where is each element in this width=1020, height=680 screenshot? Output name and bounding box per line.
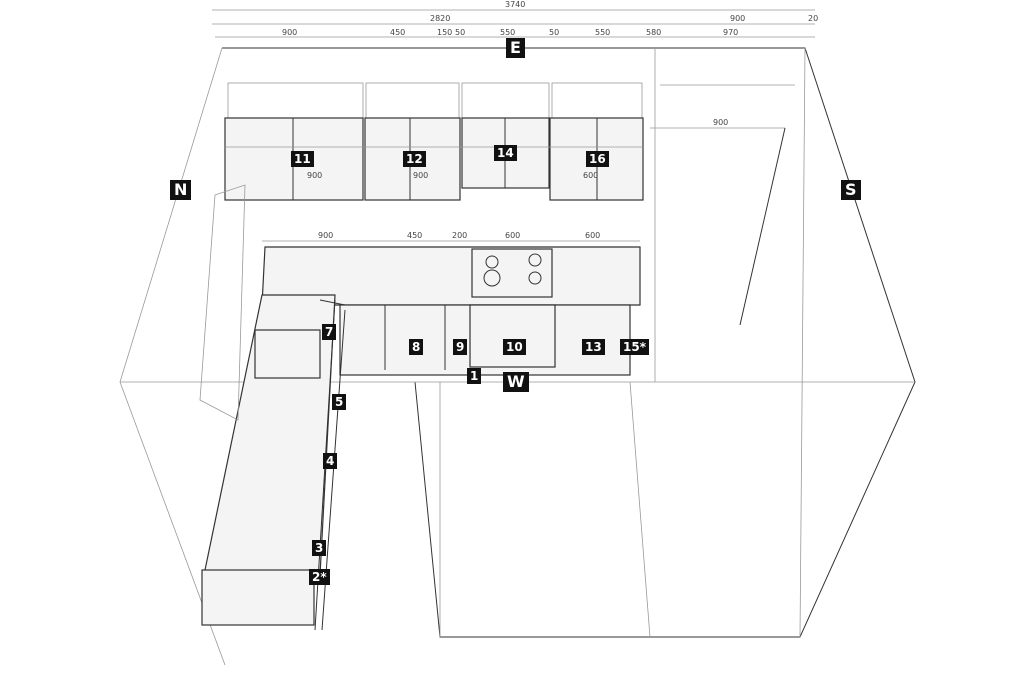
dim: 550 xyxy=(595,28,610,37)
upper-cabinets xyxy=(224,82,644,201)
dim: 900 xyxy=(413,171,428,180)
dim: 600 xyxy=(585,231,600,240)
module-label: 7 xyxy=(322,324,337,340)
dim: 900 xyxy=(282,28,297,37)
dimension-text: 3740 2820 900 20 900 450 150 50 550 50 5… xyxy=(282,0,818,240)
dim: 550 xyxy=(500,28,515,37)
dimension-lines xyxy=(212,9,815,242)
dim: 900 xyxy=(307,171,322,180)
module-label: 13 xyxy=(582,339,605,355)
dim: 150 xyxy=(437,28,452,37)
dim: 970 xyxy=(723,28,738,37)
dim: 900 xyxy=(318,231,333,240)
dim: 450 xyxy=(390,28,405,37)
sink xyxy=(254,329,321,379)
module-label: 9 xyxy=(453,339,468,355)
base-cabinets-north xyxy=(201,294,346,631)
dim-900: 900 xyxy=(730,14,745,23)
dim: 600 xyxy=(505,231,520,240)
wall-label-east: E xyxy=(506,38,525,58)
dim: 600 xyxy=(583,171,598,180)
base-cabinets-east xyxy=(261,246,641,376)
wall-label-south: S xyxy=(841,180,861,200)
module-label: 5 xyxy=(332,394,347,410)
module-label: 16 xyxy=(586,151,609,167)
wall-label-west: W xyxy=(503,372,529,392)
dim: 50 xyxy=(549,28,559,37)
module-label: 1 xyxy=(467,368,482,384)
module-label: 15* xyxy=(620,339,649,355)
module-label: 12 xyxy=(403,151,426,167)
dim-20: 20 xyxy=(808,14,818,23)
module-label: 11 xyxy=(291,151,314,167)
dim: 580 xyxy=(646,28,661,37)
dim: 900 xyxy=(713,118,728,127)
module-label: 8 xyxy=(409,339,424,355)
dim: 50 xyxy=(455,28,465,37)
module-label: 14 xyxy=(494,145,517,161)
dim-total: 3740 xyxy=(505,0,525,9)
wall-window xyxy=(199,184,246,421)
module-label: 3 xyxy=(312,540,327,556)
dim-2820: 2820 xyxy=(430,14,450,23)
module-label: 10 xyxy=(503,339,526,355)
wall-label-north: N xyxy=(170,180,192,200)
dim: 450 xyxy=(407,231,422,240)
module-label: 4 xyxy=(323,453,338,469)
room-outline xyxy=(119,47,916,666)
module-label: 2* xyxy=(309,569,330,585)
dim: 200 xyxy=(452,231,467,240)
